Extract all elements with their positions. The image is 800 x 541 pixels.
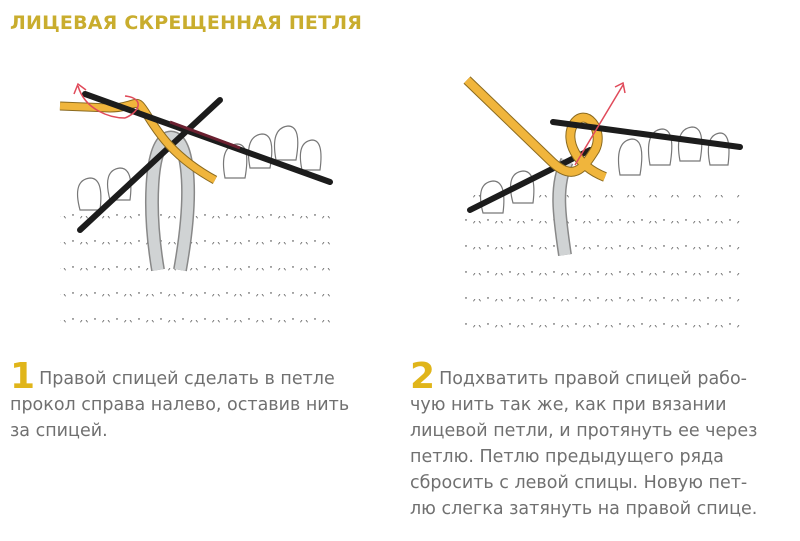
- step-number: 2: [410, 356, 436, 397]
- step-2-line-2: чую нить так же, как при вязании: [410, 395, 727, 415]
- knitting-needle-icon: [82, 91, 333, 185]
- arrow-icon: [574, 81, 626, 166]
- step-2-line-3: лицевой петли, и протянуть ее через: [410, 421, 758, 441]
- step-1-illustration: [40, 60, 340, 350]
- knitting-needle-icon: [550, 119, 743, 150]
- step-2-line-6: лю слегка затянуть на правой спице.: [410, 499, 758, 519]
- step-text: Подхватить правой спицей рабо-: [439, 369, 747, 389]
- step-number: 1: [10, 356, 36, 397]
- knitting-needle-icon: [77, 97, 223, 233]
- step-2-illustration: [455, 65, 755, 350]
- step-2-line-5: сбросить с левой спицы. Новую пет-: [410, 473, 748, 493]
- step-1-line-3: за спицей.: [10, 421, 108, 441]
- knit-fabric-icon: [465, 126, 740, 335]
- arrow-icon: [73, 82, 126, 119]
- knit-fabric-icon: [60, 125, 330, 340]
- step-text: Правой спицей сделать в петле: [39, 369, 335, 389]
- knitting-needle-icon: [467, 147, 593, 213]
- step-1-line-2: прокол справа налево, оставив нить: [10, 395, 350, 415]
- page-title: ЛИЦЕВАЯ СКРЕЩЕННАЯ ПЕТЛЯ: [10, 12, 363, 34]
- step-2-line-4: петлю. Петлю предыдущего ряда: [410, 447, 724, 467]
